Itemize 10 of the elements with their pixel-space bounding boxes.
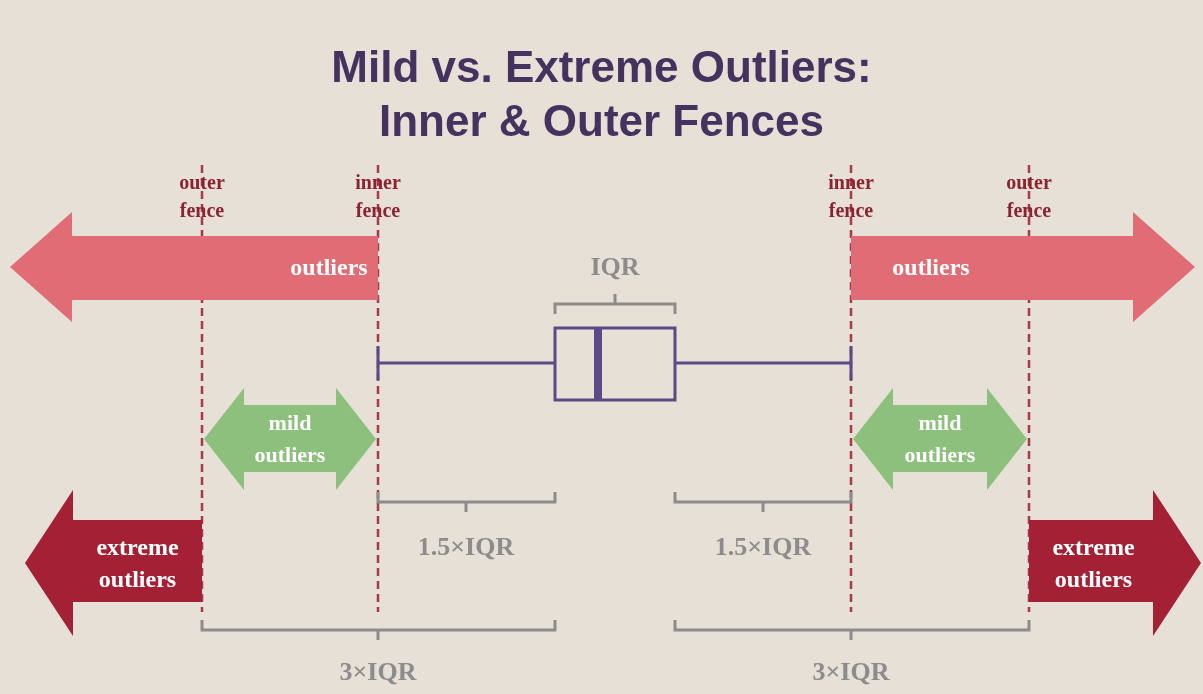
arrow-shape: mild outliers <box>204 388 376 490</box>
dimension-label: 3×IQR <box>811 656 891 688</box>
title: Mild vs. Extreme Outliers: Inner & Outer Fences <box>330 41 873 147</box>
dimension-label: 1.5×IQR <box>713 531 813 563</box>
arrow-shape: mild outliers <box>853 388 1027 490</box>
dimension-label: 3×IQR <box>338 656 418 688</box>
arrow-shape: extreme outliers <box>25 490 202 636</box>
arrow-shape: extreme outliers <box>1029 490 1201 636</box>
dimension-label: 1.5×IQR <box>416 531 516 563</box>
dimension-label: IQR <box>589 251 641 283</box>
